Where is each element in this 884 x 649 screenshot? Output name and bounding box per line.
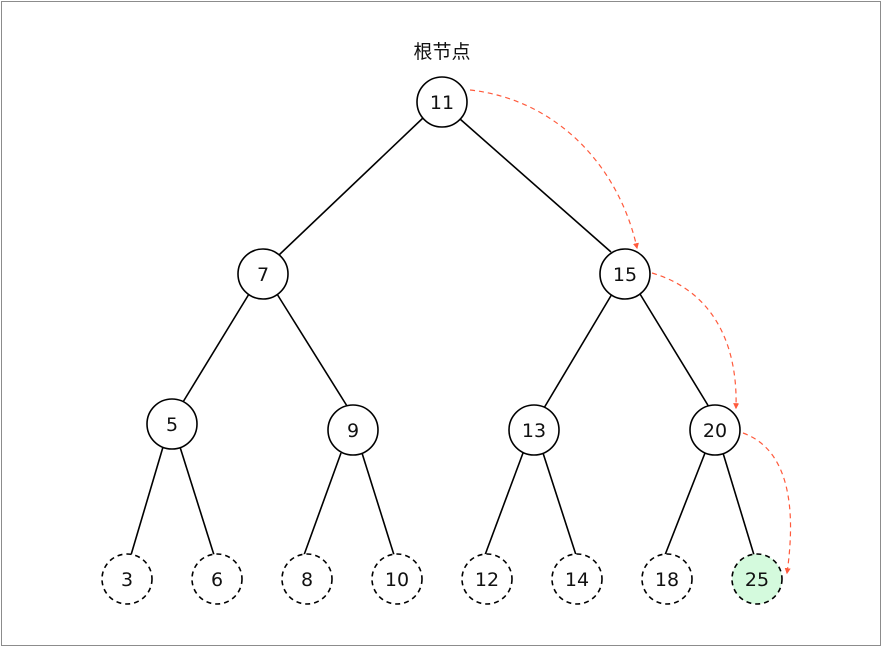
path-arrow-11-to-15	[469, 89, 639, 250]
node-value: 10	[385, 569, 409, 591]
edge-5-3	[130, 446, 164, 556]
edge-7-9	[276, 293, 348, 407]
tree-node-11: 11	[416, 76, 468, 128]
node-value: 20	[703, 420, 727, 442]
edge-13-12	[484, 452, 524, 556]
tree-node-5: 5	[146, 398, 198, 450]
tree-node-3: 3	[101, 553, 153, 605]
tree-node-14: 14	[551, 553, 603, 605]
tree-node-7: 7	[237, 248, 289, 300]
edge-9-8	[303, 452, 342, 556]
node-value: 13	[522, 420, 546, 442]
node-value: 14	[565, 569, 589, 591]
tree-node-9: 9	[327, 404, 379, 456]
node-value: 18	[655, 569, 679, 591]
node-value: 5	[166, 414, 178, 436]
tree-node-25-highlighted: 25	[731, 553, 783, 605]
path-arrow-20-to-25	[742, 432, 792, 575]
tree-node-18: 18	[641, 553, 693, 605]
node-value: 6	[211, 569, 223, 591]
tree-node-8: 8	[281, 553, 333, 605]
edge-11-7	[278, 116, 425, 256]
search-path-arrows	[469, 89, 792, 575]
node-value: 9	[347, 420, 359, 442]
tree-node-15: 15	[599, 248, 651, 300]
tree-node-10: 10	[371, 553, 423, 605]
edge-7-5	[182, 293, 250, 403]
path-arrow-15-to-20	[651, 272, 740, 410]
node-value: 7	[257, 264, 269, 286]
tree-edges	[130, 116, 755, 556]
edge-20-18	[664, 452, 706, 556]
edge-13-14	[542, 452, 577, 556]
edge-9-10	[361, 452, 395, 556]
node-value: 12	[475, 569, 499, 591]
tree-node-20: 20	[689, 404, 741, 456]
edge-11-15	[459, 118, 612, 253]
tree-node-13: 13	[508, 404, 560, 456]
node-value: 8	[301, 569, 313, 591]
node-value: 25	[745, 569, 769, 591]
tree-node-6: 6	[191, 553, 243, 605]
node-value: 15	[613, 264, 637, 286]
edge-20-25	[722, 452, 755, 556]
tree-node-12: 12	[461, 553, 513, 605]
root-node-label: 根节点	[413, 41, 470, 63]
node-value: 3	[121, 569, 133, 591]
edge-5-6	[179, 446, 215, 556]
edge-15-13	[543, 293, 613, 409]
edge-15-20	[639, 293, 710, 408]
node-value: 11	[430, 92, 454, 114]
